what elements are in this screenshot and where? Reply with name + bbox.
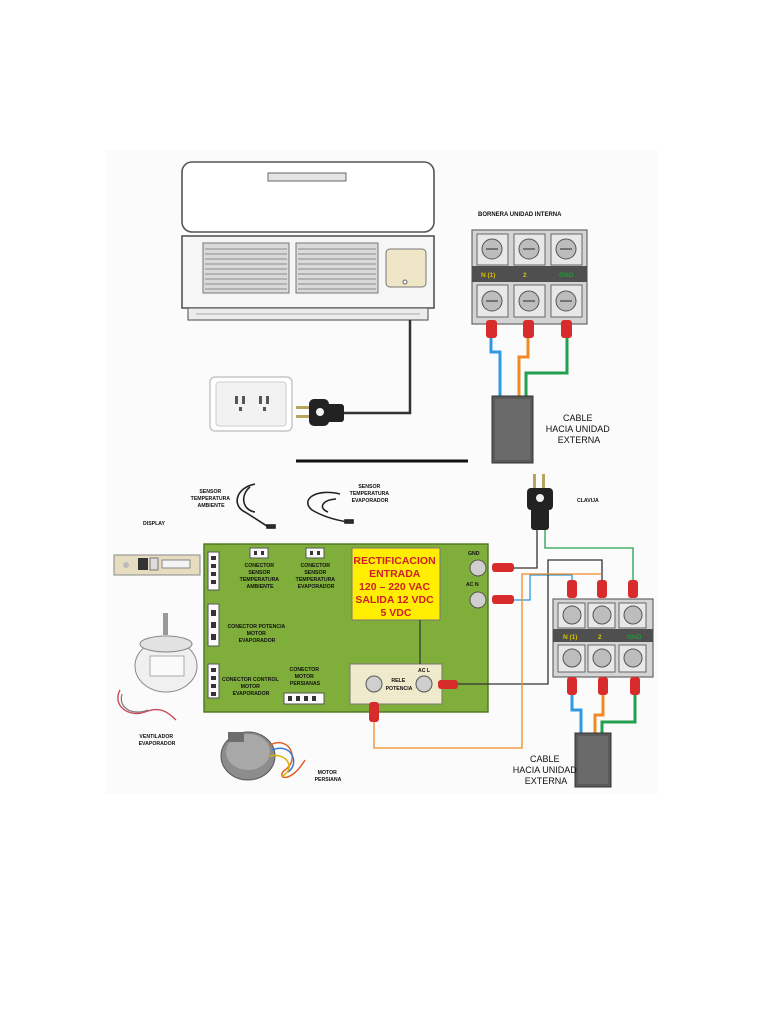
wall-outlet-icon	[209, 376, 293, 432]
terminal-n1-label-bottom: N (1)	[563, 634, 577, 641]
rectifier-box	[351, 547, 441, 621]
display-label: DISPLAY	[143, 521, 166, 527]
power-plug-icon	[527, 474, 553, 530]
stepper-motor-icon	[220, 731, 306, 781]
relay-label: RELE POTENCIA	[386, 678, 413, 692]
connector-sensor-evap-label: CONECTOR SENSOR TEMPERATURA EVAPORADOR	[296, 563, 337, 590]
wire-orange-bottom	[593, 695, 605, 735]
connector-sensor-ambient-label: CONECTOR SENSOR TEMPERATURA AMBIENTE	[240, 563, 281, 590]
connector-display	[207, 551, 220, 591]
connector-power-motor-label: CONECTOR POTENCIA MOTOR EVAPORADOR	[227, 624, 286, 644]
terminal-n1-label: N (1)	[481, 272, 495, 279]
cable-box-icon	[574, 732, 612, 788]
fan-label: VENTILADOR EVAPORADOR	[139, 734, 176, 747]
wire-blue	[489, 338, 502, 398]
terminal-block-icon	[552, 598, 654, 678]
power-cable	[340, 320, 412, 415]
display-board-icon	[113, 554, 201, 576]
relay-screws	[365, 675, 433, 693]
cable-label-bottom: CABLE HACIA UNIDAD EXTERNA	[513, 754, 580, 786]
power-plug-icon	[296, 399, 344, 426]
wire-lugs-bottom-top	[567, 580, 638, 598]
terminal-gnd-label: GND	[559, 272, 574, 279]
gnd-label: GND	[468, 551, 480, 557]
clavija-label: CLAVIJA	[577, 498, 599, 504]
connector-control-motor	[207, 663, 220, 699]
relay-lugs	[369, 680, 458, 722]
sensor-ambient-label: SENSOR TEMPERATURA AMBIENTE	[191, 489, 232, 509]
connector-control-motor-label: CONECTOR CONTROL MOTOR EVAPORADOR	[222, 677, 280, 697]
fan-motor-icon	[117, 613, 198, 721]
air-conditioner-icon	[181, 161, 435, 321]
connector-sensor-ambient	[249, 547, 269, 559]
cable-box-icon	[491, 395, 534, 464]
connector-louver-motor-label: CONECTOR MOTOR PERSIANAS	[289, 667, 320, 687]
wire-lugs-bottom-low	[567, 677, 640, 695]
sensor-icon	[236, 483, 276, 529]
terminal-2-label: 2	[523, 272, 527, 279]
wire-orange	[517, 338, 530, 398]
connector-power-motor	[207, 603, 220, 647]
terminal-title: BORNERA UNIDAD INTERNA	[478, 212, 562, 218]
terminal-gnd-label-bottom: GND	[627, 634, 642, 641]
terminal-block-icon	[471, 229, 588, 325]
wire-green-bottom	[600, 695, 637, 735]
rectifier-label: RECTIFICACION ENTRADA 120 – 220 VAC SALI…	[353, 555, 438, 619]
louver-motor-label: MOTOR PERSIANA	[315, 770, 342, 783]
wire-blue-bottom	[570, 695, 583, 735]
board-screws	[469, 559, 487, 609]
wire-lugs	[486, 320, 572, 338]
wire-green	[524, 338, 569, 398]
terminal-2-label-bottom: 2	[598, 634, 602, 641]
cable-label-top: CABLE HACIA UNIDAD EXTERNA	[546, 413, 613, 445]
acl-label: AC L	[418, 668, 431, 674]
sensor-icon	[307, 491, 354, 524]
board-lugs	[492, 563, 514, 604]
acn-label: AC N	[466, 582, 479, 588]
sensor-evap-label: SENSOR TEMPERATURA EVAPORADOR	[350, 484, 391, 504]
connector-louver-motor	[283, 692, 325, 705]
connector-sensor-evap	[305, 547, 325, 559]
